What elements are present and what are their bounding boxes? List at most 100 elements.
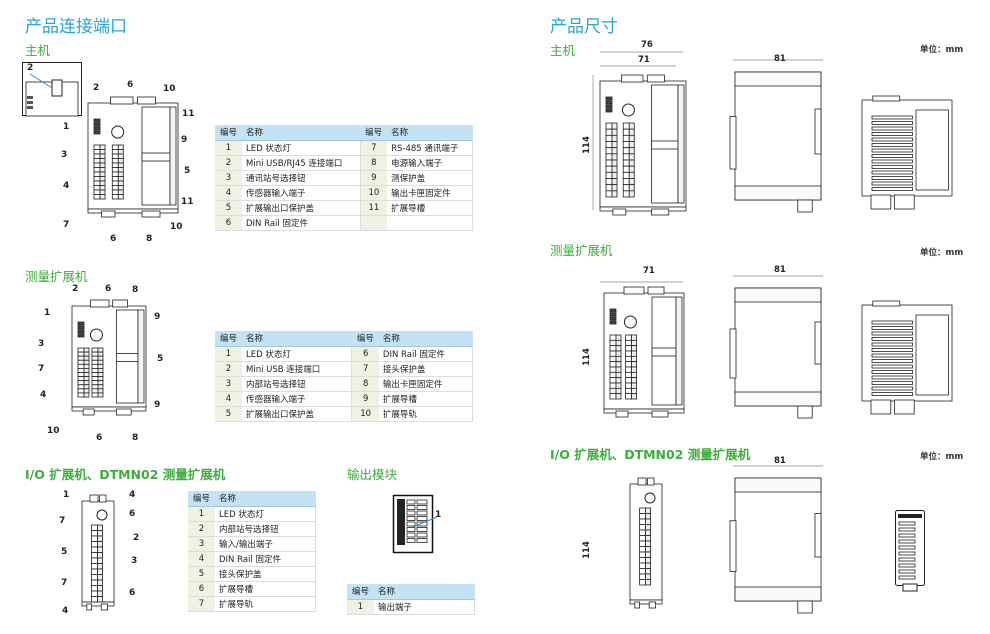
part-name: 输出卡匣固定件	[387, 185, 474, 201]
callout: 8	[132, 285, 139, 295]
dim-height: 114	[581, 136, 592, 154]
part-name: 传感器输入端子	[242, 185, 361, 201]
callout: 11	[181, 197, 194, 207]
callout: 2	[72, 284, 79, 294]
callout: 6	[105, 284, 112, 294]
part-name: DIN Rail 固定件	[215, 551, 316, 567]
part-number: 6	[351, 346, 379, 362]
part-number: 6	[215, 215, 242, 231]
part-name: 输出端子	[374, 599, 475, 615]
part-number: 4	[215, 185, 242, 201]
part-number: 3	[188, 536, 215, 552]
callout: 7	[61, 578, 68, 588]
part-name: LED 状态灯	[215, 506, 316, 522]
dim-height: 114	[581, 541, 592, 559]
callout: 9	[154, 312, 161, 322]
dim-width: 71	[643, 266, 655, 276]
part-name: Mini USB 连接端口	[242, 361, 353, 377]
callout: 3	[131, 556, 138, 566]
column-header: 名称	[242, 331, 352, 347]
callout: 8	[146, 234, 153, 244]
part-number	[360, 215, 388, 231]
column-header: 编号	[215, 331, 242, 347]
io-front-dimension-drawing	[629, 477, 663, 609]
part-name: LED 状态灯	[242, 346, 353, 362]
output-terminal-drawing	[392, 494, 438, 554]
column-header: 名称	[378, 331, 473, 347]
part-number: 11	[360, 200, 388, 216]
part-name: 扩展导槽	[387, 200, 474, 216]
callout: 10	[47, 426, 60, 436]
column-header: 名称	[242, 125, 361, 141]
measurement-side-drawing	[729, 275, 823, 419]
column-header: 编号	[215, 125, 242, 141]
part-number: 10	[360, 185, 388, 201]
callout: 1	[63, 122, 70, 132]
main-side-drawing	[729, 59, 823, 213]
dim-width-inner: 71	[638, 55, 650, 65]
subtitle-dim-io: I/O 扩展机、DTMN02 测量扩展机	[550, 447, 751, 462]
dimension-line	[600, 281, 683, 283]
callout: 2	[27, 63, 34, 73]
part-name: 扩展导轨	[378, 406, 473, 422]
column-header: 编号	[351, 331, 379, 347]
part-number: 2	[215, 361, 242, 377]
part-number: 2	[215, 155, 242, 171]
callout: 4	[63, 181, 70, 191]
part-name: Mini USB/RJ45 连接端口	[242, 155, 361, 171]
part-number: 5	[215, 406, 242, 422]
subtitle-dim-measurement: 测量扩展机	[550, 243, 613, 258]
callout: 1	[63, 490, 70, 500]
callout: 5	[157, 354, 164, 364]
callout: 5	[184, 166, 191, 176]
callout: 4	[62, 606, 69, 616]
part-name: 传感器输入端子	[242, 391, 353, 407]
unit-label: 单位：mm	[920, 248, 964, 258]
part-name: 扩展导槽	[378, 391, 473, 407]
callout: 10	[163, 84, 176, 94]
callout: 9	[154, 400, 161, 410]
part-number: 10	[351, 406, 379, 422]
part-number: 1	[215, 140, 242, 156]
main-front-dimension-drawing	[599, 74, 687, 216]
part-name: RS-485 通讯端子	[387, 140, 474, 156]
dim-depth: 81	[774, 54, 786, 64]
callout: 2	[133, 533, 140, 543]
column-header: 名称	[215, 491, 316, 507]
part-number: 1	[188, 506, 215, 522]
part-number: 9	[351, 391, 379, 407]
part-number: 7	[351, 361, 379, 377]
part-name: 接头保护盖	[215, 566, 316, 582]
section-title-ports: 产品连接端口	[25, 17, 127, 37]
dim-depth: 81	[774, 456, 786, 466]
measurement-bottom-drawing	[861, 300, 953, 415]
part-number: 4	[215, 391, 242, 407]
dim-width-outer: 76	[641, 40, 653, 50]
part-number: 1	[215, 346, 242, 362]
subtitle-io-expansion: I/O 扩展机、DTMN02 测量扩展机	[25, 467, 226, 482]
part-name: 电源输入端子	[387, 155, 474, 171]
subtitle-measurement-expansion: 测量扩展机	[25, 269, 88, 284]
unit-label: 单位：mm	[920, 45, 964, 55]
part-number: 4	[188, 551, 215, 567]
dimension-lines-main-front	[592, 51, 683, 210]
column-header: 编号	[347, 584, 374, 600]
io-expansion-front-drawing	[81, 494, 115, 611]
callout: 10	[170, 222, 183, 232]
callout: 2	[93, 83, 100, 93]
part-name: DIN Rail 固定件	[242, 215, 361, 231]
subtitle-output-module: 输出模块	[347, 467, 398, 482]
part-name: 扩展导轨	[215, 596, 316, 612]
io-bottom-drawing	[895, 510, 925, 592]
